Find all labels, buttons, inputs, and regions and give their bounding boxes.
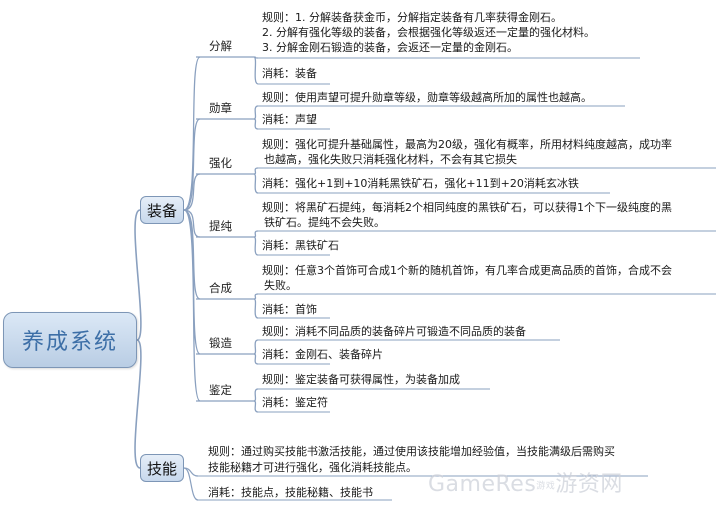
rule-text-0-2: 3. 分解金刚石锻造的装备，会返还一定量的金刚石。	[262, 41, 518, 54]
skill-label: 技能	[146, 459, 177, 478]
branch-label-3: 提纯	[209, 219, 232, 233]
skill-rule-text-1: 技能秘籍才可进行强化，强化消耗技能点。	[208, 461, 417, 474]
equip-node: 装备	[140, 196, 184, 224]
root-node: 养成系统	[3, 312, 137, 368]
connector-line	[253, 118, 259, 130]
connector-line	[253, 236, 259, 256]
rule-text-0-1: 2. 分解有强化等级的装备，会根据强化等级返还一定量的强化材料。	[262, 26, 595, 39]
connector-line	[183, 56, 201, 211]
connector-line	[253, 167, 259, 175]
cost-text-5: 消耗：金刚石、装备碎片	[262, 348, 383, 361]
rule-text-2-0: 规则：强化可提升基础属性，最高为20级，强化有概率，所用材料纯度越高，成功率	[262, 138, 672, 151]
connector-line	[253, 293, 259, 300]
rule-text-4-0: 规则：任意3个首饰可合成1个新的随机首饰，有几率合成更高品质的首饰，合成不会	[262, 264, 672, 277]
rule-text-6-0: 规则：鉴定装备可获得属性，为装备加成	[262, 373, 460, 386]
cost-text-4: 消耗：首饰	[262, 303, 317, 316]
connector-line	[134, 339, 142, 469]
connector-line	[183, 467, 199, 501]
equip-label: 装备	[146, 201, 177, 220]
rule-text-4-1: 失败。	[264, 279, 297, 292]
root-label: 养成系统	[21, 330, 118, 355]
cost-text-2: 消耗：强化+1到+10消耗黑铁矿石，强化+11到+20消耗玄冰铁	[262, 177, 579, 190]
connector-line	[253, 400, 259, 413]
connector-line	[253, 230, 259, 238]
rule-text-0-0: 规则：1. 分解装备获金币，分解指定装备有几率获得金刚石。	[262, 11, 562, 24]
connector-line	[183, 209, 201, 355]
rule-text-2-1: 也越高，强化失败只消耗强化材料，不会有其它损失	[264, 153, 517, 166]
cost-text-6: 消耗：鉴定符	[262, 396, 328, 409]
connector-line	[134, 209, 142, 341]
rule-text-3-0: 规则：将黑矿石提纯，每消耗2个相同纯度的黑铁矿石，可以获得1个下一级纯度的黑	[262, 201, 672, 214]
skill-node: 技能	[140, 454, 184, 482]
connector-line	[253, 173, 259, 194]
branch-label-2: 强化	[209, 156, 232, 170]
connector-line	[253, 298, 259, 319]
branch-label-4: 合成	[209, 281, 232, 295]
connector-line	[253, 339, 259, 355]
rule-text-3-1: 铁矿石。提纯不会失败。	[264, 216, 385, 229]
watermark: GameRes游戏游资网	[428, 472, 623, 497]
skill-rule-text-0: 规则：通过购买技能书激活技能，通过使用该技能增加经验值，当技能满级后需购买	[208, 445, 615, 458]
branch-label-0: 分解	[209, 39, 232, 53]
connector-line	[183, 173, 201, 211]
connector-line	[253, 56, 259, 85]
skill-cost-text: 消耗：技能点，技能秘籍、技能书	[208, 486, 373, 499]
connector-line	[253, 388, 259, 402]
branch-label-6: 鉴定	[209, 383, 232, 397]
connector-line	[253, 105, 259, 120]
cost-text-3: 消耗：黑铁矿石	[262, 239, 339, 252]
branch-label-5: 锻造	[209, 336, 232, 350]
cost-text-1: 消耗：声望	[262, 113, 317, 126]
rule-text-5-0: 规则：消耗不同品质的装备碎片可锻造不同品质的装备	[262, 325, 526, 338]
branch-label-1: 勋章	[209, 101, 232, 115]
connector-line	[253, 353, 259, 365]
connector-line	[183, 209, 201, 402]
rule-text-1-0: 规则：使用声望可提升勋章等级，勋章等级越高所加的属性也越高。	[262, 91, 592, 104]
cost-text-0: 消耗：装备	[262, 67, 317, 80]
connector-line	[183, 118, 201, 211]
